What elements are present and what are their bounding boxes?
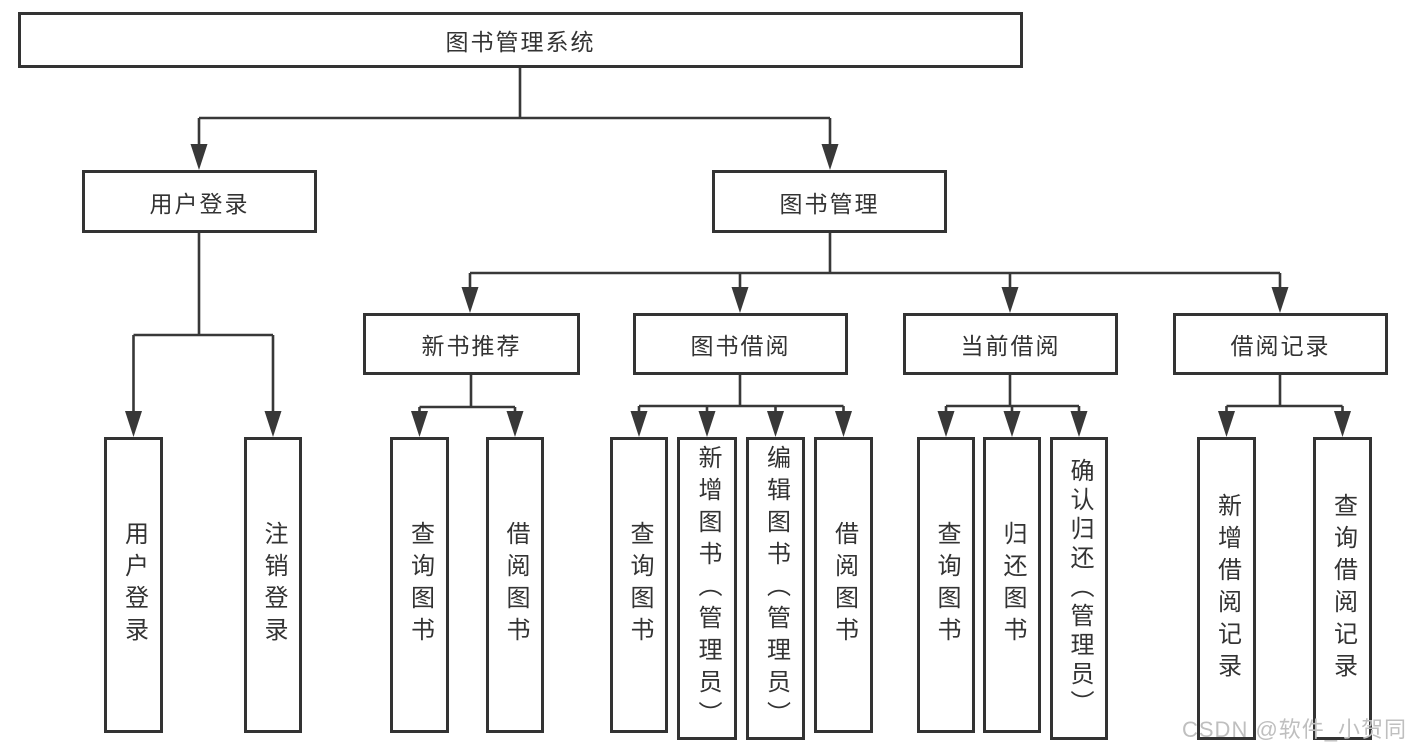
node-book-management: 图书管理 <box>712 170 947 233</box>
leaf-borrow-edit-admin: 编辑图书（管理员） <box>746 437 805 740</box>
arrow-management <box>821 144 839 170</box>
leaf-newbook-borrow: 借阅图书 <box>486 437 544 733</box>
arrow-borrow-leaf-4 <box>835 411 852 437</box>
node-book-borrow: 图书借阅 <box>633 313 848 375</box>
arrow-records <box>1271 287 1289 313</box>
arrow-current-leaf-3 <box>1070 411 1088 437</box>
connector-login <box>132 233 275 413</box>
arrow-borrow-leaf-3 <box>767 411 784 437</box>
node-current-borrow: 当前借阅 <box>903 313 1118 375</box>
node-current-borrow-label: 当前借阅 <box>960 333 1061 359</box>
leaf-current-confirm-admin: 确认归还（管理员） <box>1050 437 1108 740</box>
node-book-management-label: 图书管理 <box>779 190 880 217</box>
node-user-login: 用户登录 <box>82 170 317 233</box>
leaf-logout: 注销登录 <box>244 437 302 733</box>
node-borrow-records-label: 借阅记录 <box>1230 333 1331 359</box>
connector-management <box>468 233 1282 289</box>
node-new-book-recommend-label: 新书推荐 <box>421 333 522 359</box>
node-user-login-label: 用户登录 <box>149 190 250 217</box>
arrow-current <box>1001 287 1019 313</box>
arrow-current-leaf-2 <box>1003 411 1021 437</box>
leaf-records-query: 查询借阅记录 <box>1313 437 1372 740</box>
arrow-current-leaf-1 <box>937 411 955 437</box>
arrow-records-leaf-2 <box>1334 411 1351 437</box>
connector-root <box>197 68 832 146</box>
connector-newbook <box>418 375 517 413</box>
connector-records <box>1225 375 1344 413</box>
leaf-records-add: 新增借阅记录 <box>1197 437 1256 740</box>
leaf-borrow-edit-admin-label: 编辑图书（管理员） <box>762 444 790 733</box>
leaf-user-login: 用户登录 <box>104 437 163 733</box>
leaf-current-confirm-admin-label: 确认归还（管理员） <box>1066 458 1093 719</box>
leaf-current-query: 查询图书 <box>917 437 975 733</box>
connector-borrow <box>637 375 845 413</box>
arrow-newbook-leaf-1 <box>411 411 428 437</box>
leaf-current-return: 归还图书 <box>983 437 1041 733</box>
arrow-borrow <box>731 287 749 313</box>
leaf-newbook-query-label: 查询图书 <box>406 521 434 649</box>
node-new-book-recommend: 新书推荐 <box>363 313 580 375</box>
leaf-borrow-query: 查询图书 <box>610 437 668 733</box>
node-borrow-records: 借阅记录 <box>1173 313 1388 375</box>
arrow-borrow-leaf-1 <box>630 411 648 437</box>
leaf-newbook-query: 查询图书 <box>390 437 449 733</box>
node-root-label: 图书管理系统 <box>445 29 596 55</box>
leaf-records-query-label: 查询借阅记录 <box>1329 492 1357 685</box>
arrow-login <box>190 144 208 170</box>
arrow-newbook <box>461 287 479 313</box>
leaf-records-add-label: 新增借阅记录 <box>1213 492 1241 685</box>
watermark: CSDN @软件_小贺同学 <box>1182 717 1405 742</box>
arrow-newbook-leaf-2 <box>506 411 524 437</box>
leaf-current-query-label: 查询图书 <box>933 521 960 649</box>
leaf-borrow-add-admin: 新增图书（管理员） <box>677 437 737 740</box>
arrow-login-leaf-2 <box>264 411 282 437</box>
leaf-borrow-query-label: 查询图书 <box>626 521 653 649</box>
leaf-logout-label: 注销登录 <box>260 521 287 649</box>
leaf-current-return-label: 归还图书 <box>999 521 1026 649</box>
node-root: 图书管理系统 <box>18 12 1023 68</box>
leaf-user-login-label: 用户登录 <box>120 521 148 649</box>
leaf-borrow-add-admin-label: 新增图书（管理员） <box>694 444 721 733</box>
leaf-newbook-borrow-label: 借阅图书 <box>502 521 529 649</box>
connector-current <box>944 375 1081 413</box>
leaf-borrow-book-label: 借阅图书 <box>830 521 858 649</box>
node-book-borrow-label: 图书借阅 <box>690 333 791 359</box>
leaf-borrow-book: 借阅图书 <box>814 437 873 733</box>
arrow-login-leaf-1 <box>125 411 142 437</box>
arrow-records-leaf-1 <box>1218 411 1235 437</box>
arrow-borrow-leaf-2 <box>698 411 716 437</box>
